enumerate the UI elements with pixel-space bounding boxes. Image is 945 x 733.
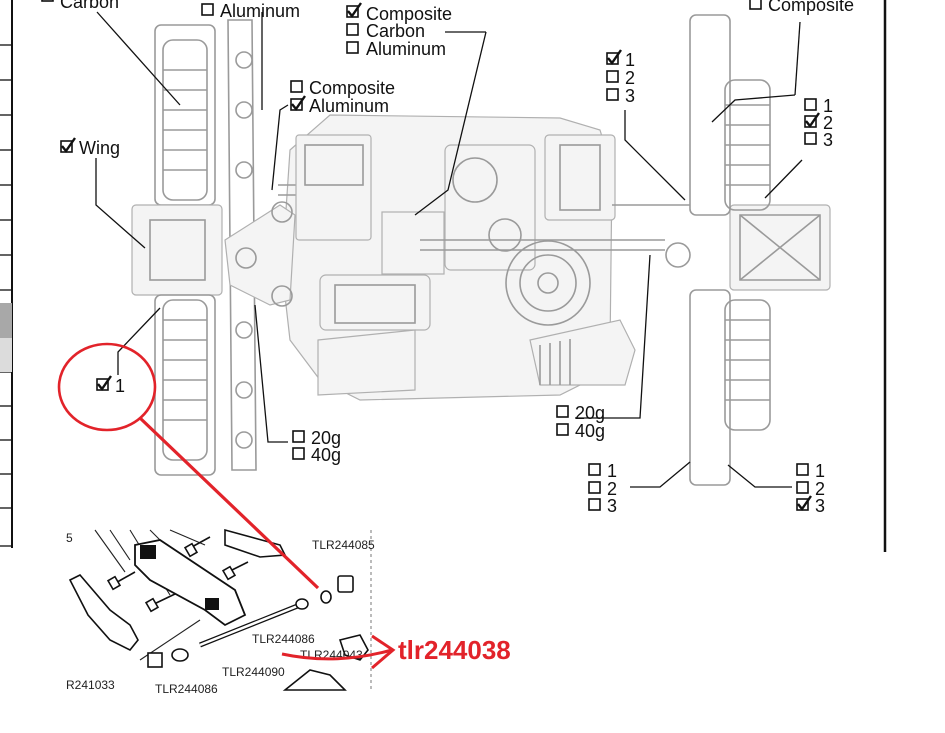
- part-tlr244086a: TLR244086: [252, 632, 315, 646]
- svg-text:Aluminum: Aluminum: [309, 96, 389, 116]
- svg-text:3: 3: [625, 86, 635, 106]
- svg-text:Composite: Composite: [366, 4, 452, 24]
- red-pointer-line: [138, 416, 320, 590]
- car-chassis-drawing: [131, 14, 831, 486]
- callout-text: tlr244038: [398, 635, 511, 665]
- svg-text:40g: 40g: [311, 445, 341, 465]
- bottom-right-options: 1 2 3: [796, 461, 825, 516]
- weights-left-options: 20g 40g: [292, 428, 341, 465]
- left-one-option: 1: [96, 375, 125, 396]
- mid-left-options: Composite Aluminum: [290, 78, 395, 116]
- svg-text:2: 2: [823, 113, 833, 133]
- aluminum-top-option: Aluminum: [201, 1, 300, 21]
- inset-exploded-view: 5 TLR244085 TLR244086 TLR244043 TLR24409…: [60, 520, 375, 696]
- leader-lines: [95, 11, 803, 488]
- svg-text:3: 3: [815, 496, 825, 516]
- right-upper-options: 1 2 3: [804, 96, 833, 150]
- svg-text:2: 2: [625, 68, 635, 88]
- left-margin-table: [0, 0, 13, 548]
- svg-text:3: 3: [607, 496, 617, 516]
- svg-text:Carbon: Carbon: [60, 0, 119, 12]
- part-tlr244090: TLR244090: [222, 665, 285, 679]
- red-callout-arrow: [281, 648, 393, 661]
- red-circle-highlight: [57, 342, 157, 432]
- part-tlr244086b: TLR244086: [155, 682, 218, 696]
- svg-text:1: 1: [115, 376, 125, 396]
- svg-text:1: 1: [815, 461, 825, 481]
- wing-option: Wing: [60, 137, 120, 158]
- svg-text:Aluminum: Aluminum: [220, 1, 300, 21]
- top-right-composite-option: Composite: [749, 0, 854, 15]
- svg-text:Carbon: Carbon: [366, 21, 425, 41]
- svg-text:2: 2: [815, 479, 825, 499]
- part-tlr244085: TLR244085: [312, 538, 375, 552]
- svg-text:Composite: Composite: [768, 0, 854, 15]
- red-annotations: tlr244038: [57, 342, 511, 670]
- part-number-5: 5: [66, 531, 73, 545]
- top-left-carbon-option: Carbon: [41, 0, 119, 12]
- svg-text:3: 3: [823, 130, 833, 150]
- svg-text:1: 1: [625, 50, 635, 70]
- svg-text:20g: 20g: [575, 403, 605, 423]
- svg-text:Composite: Composite: [309, 78, 395, 98]
- svg-text:20g: 20g: [311, 428, 341, 448]
- part-r241033: R241033: [66, 678, 115, 692]
- center-top-options: Composite Carbon Aluminum: [346, 2, 452, 59]
- bottom-mid-options: 1 2 3: [588, 461, 617, 516]
- svg-text:1: 1: [823, 96, 833, 116]
- svg-text:Wing: Wing: [79, 138, 120, 158]
- svg-text:40g: 40g: [575, 421, 605, 441]
- svg-text:Aluminum: Aluminum: [366, 39, 446, 59]
- svg-text:2: 2: [607, 479, 617, 499]
- rear-right-upper-options: 1 2 3: [606, 49, 635, 106]
- svg-text:1: 1: [607, 461, 617, 481]
- weights-right-options: 20g 40g: [556, 403, 605, 441]
